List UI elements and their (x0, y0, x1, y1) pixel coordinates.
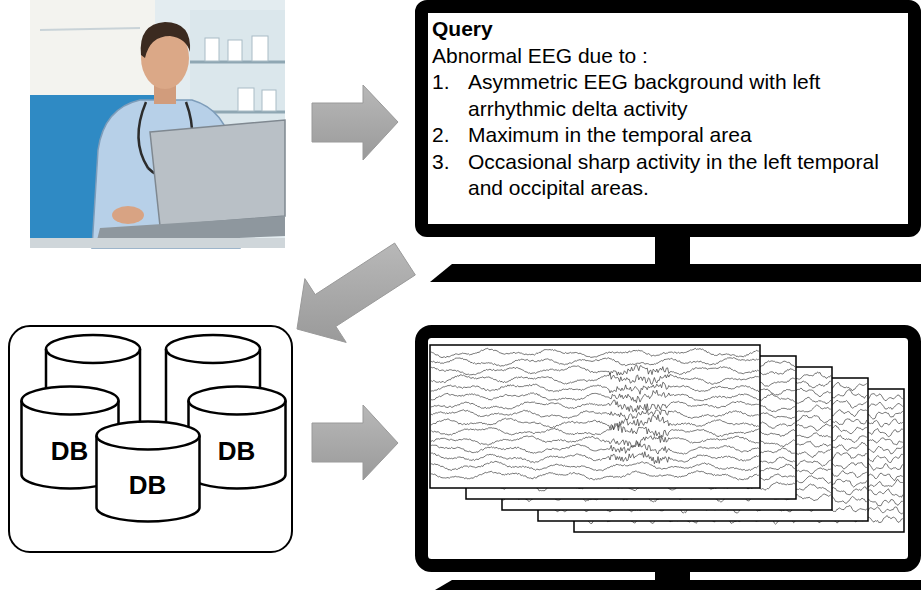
bottle (262, 90, 276, 111)
cylinder-rim (21, 400, 118, 414)
database-label: DB (218, 436, 256, 467)
eeg-trace (430, 415, 759, 430)
eeg-trace (430, 358, 759, 366)
cylinder-rim (166, 349, 260, 363)
database-cylinder: DB (187, 385, 287, 490)
desk (30, 238, 285, 248)
whiteboard (30, 0, 155, 95)
eeg-trace (430, 400, 759, 412)
list-number: 2. (432, 122, 468, 149)
list-item: Occasional sharp activity in the left te… (468, 149, 900, 202)
eeg-trace (430, 425, 759, 438)
database-label: DB (129, 470, 167, 501)
monitor-frame (422, 332, 915, 566)
cylinder-body (188, 386, 285, 488)
block-arrow (312, 85, 398, 160)
eeg-traces (430, 348, 759, 480)
block-arrow (312, 405, 398, 480)
photo-ground (30, 0, 285, 248)
doctor-hand (112, 206, 144, 224)
cylinder-body (96, 421, 199, 521)
query-heading: Query (432, 16, 900, 43)
eeg-windows (430, 345, 904, 532)
eeg-trace (430, 471, 759, 480)
cylinder-rim (46, 349, 140, 363)
monitor-base (435, 580, 921, 590)
list-item: Asymmetric EEG background with left arrh… (468, 69, 900, 122)
eeg-window (430, 345, 760, 488)
eeg-trace (430, 410, 759, 420)
laptop-lid (150, 120, 285, 226)
monitor-neck (655, 236, 690, 265)
database-label: DB (51, 436, 89, 467)
bottle (238, 88, 254, 111)
list-number: 3. (432, 149, 468, 202)
database-group: DB DB DB (8, 325, 293, 553)
eeg-trace (430, 382, 759, 394)
bottle (205, 38, 219, 61)
whiteboard-mark (40, 28, 140, 30)
monitor-base (430, 264, 921, 282)
eeg-window-frame (430, 345, 760, 488)
query-intro: Abnormal EEG due to : (432, 43, 900, 70)
list-item: Maximum in the temporal area (468, 122, 900, 149)
doctor-hair (141, 22, 190, 58)
database-cylinder: DB (95, 420, 201, 523)
bottle (252, 36, 268, 61)
block-arrow-connector (297, 243, 415, 342)
eeg-trace (430, 348, 759, 358)
eeg-trace (430, 365, 759, 376)
doctor-photo (30, 0, 285, 248)
cylinder-rim (188, 400, 285, 414)
eeg-trace (430, 373, 759, 384)
monitor-neck (655, 571, 690, 581)
bottle (228, 40, 242, 61)
eeg-trace (430, 461, 759, 471)
cylinder-rim (96, 435, 199, 449)
list-number: 1. (432, 69, 468, 122)
query-monitor: QueryAbnormal EEG due to :1.Asymmetric E… (415, 0, 921, 237)
eeg-trace (430, 442, 759, 455)
eeg-trace (430, 452, 759, 464)
eeg-trace (430, 390, 759, 403)
eeg-trace (430, 436, 759, 447)
